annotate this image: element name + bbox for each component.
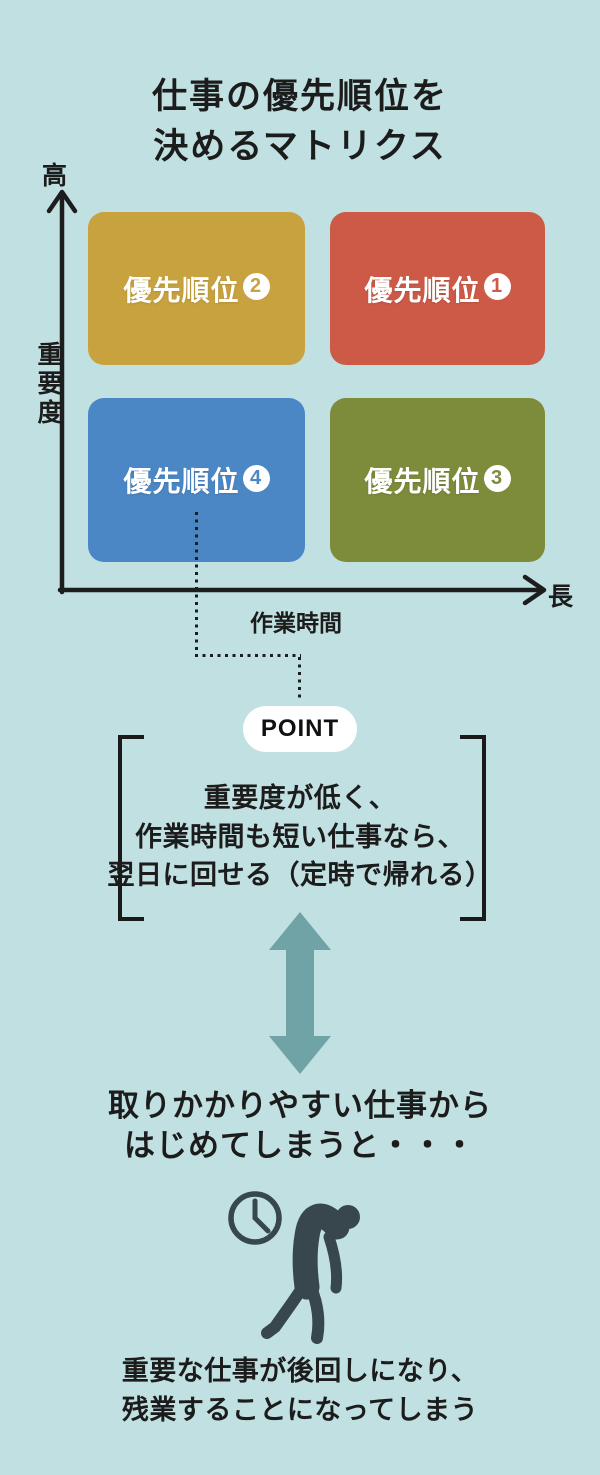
- point-text-line3: 翌日に回せる（定時で帰れる）: [107, 860, 493, 890]
- tired-worker-icon: [261, 1203, 360, 1344]
- priority-number-badge: 2: [242, 273, 270, 300]
- y-axis-high-label: 高: [42, 162, 68, 190]
- quadrant-label: 優先順位: [123, 274, 240, 306]
- quadrant-label: 優先順位: [364, 274, 481, 306]
- left-bracket: [118, 735, 144, 921]
- dotted-connector-horizontal: [195, 654, 301, 657]
- x-axis-long-label: 長: [548, 583, 574, 611]
- consequence-heading: 取りかかりやすい仕事から はじめてしまうと・・・: [0, 1086, 600, 1166]
- point-text: 重要度が低く、 作業時間も短い仕事なら、 翌日に回せる（定時で帰れる）: [80, 779, 520, 895]
- quadrant-label: 優先順位: [364, 466, 481, 497]
- point-text-line2: 作業時間も短い仕事なら、: [135, 821, 465, 852]
- double-arrow-icon: [269, 912, 331, 1074]
- page-title-line1: 仕事の優先順位を: [151, 77, 448, 116]
- result-text-line2: 残業することになってしまう: [121, 1395, 479, 1425]
- point-text-line1: 重要度が低く、: [203, 783, 397, 813]
- clock-icon: [228, 1191, 282, 1245]
- priority-number-badge: 4: [242, 464, 270, 492]
- result-text-line1: 重要な仕事が後回しになり、: [121, 1356, 479, 1386]
- point-badge: POINT: [243, 706, 357, 752]
- dotted-connector-vertical-1: [195, 512, 198, 656]
- x-axis-title: 作業時間: [250, 610, 342, 636]
- priority-number-badge: 3: [483, 464, 511, 492]
- y-axis-title: 重要度: [34, 341, 62, 428]
- overtime-illustration: [228, 1191, 360, 1344]
- page-title-line2: 決めるマトリクス: [153, 127, 447, 166]
- result-text: 重要な仕事が後回しになり、 残業することになってしまう: [0, 1352, 600, 1430]
- x-axis-arrow-icon: [522, 574, 547, 606]
- consequence-heading-line2: はじめてしまうと・・・: [124, 1128, 476, 1163]
- right-bracket: [460, 735, 486, 921]
- y-axis-arrow-icon: [46, 189, 78, 214]
- quadrant-label: 優先順位: [123, 466, 240, 497]
- dotted-connector-vertical-2: [298, 657, 301, 702]
- matrix-axes: [46, 189, 547, 606]
- consequence-heading-line1: 取りかかりやすい仕事から: [108, 1088, 492, 1123]
- priority-number-badge: 1: [483, 273, 511, 300]
